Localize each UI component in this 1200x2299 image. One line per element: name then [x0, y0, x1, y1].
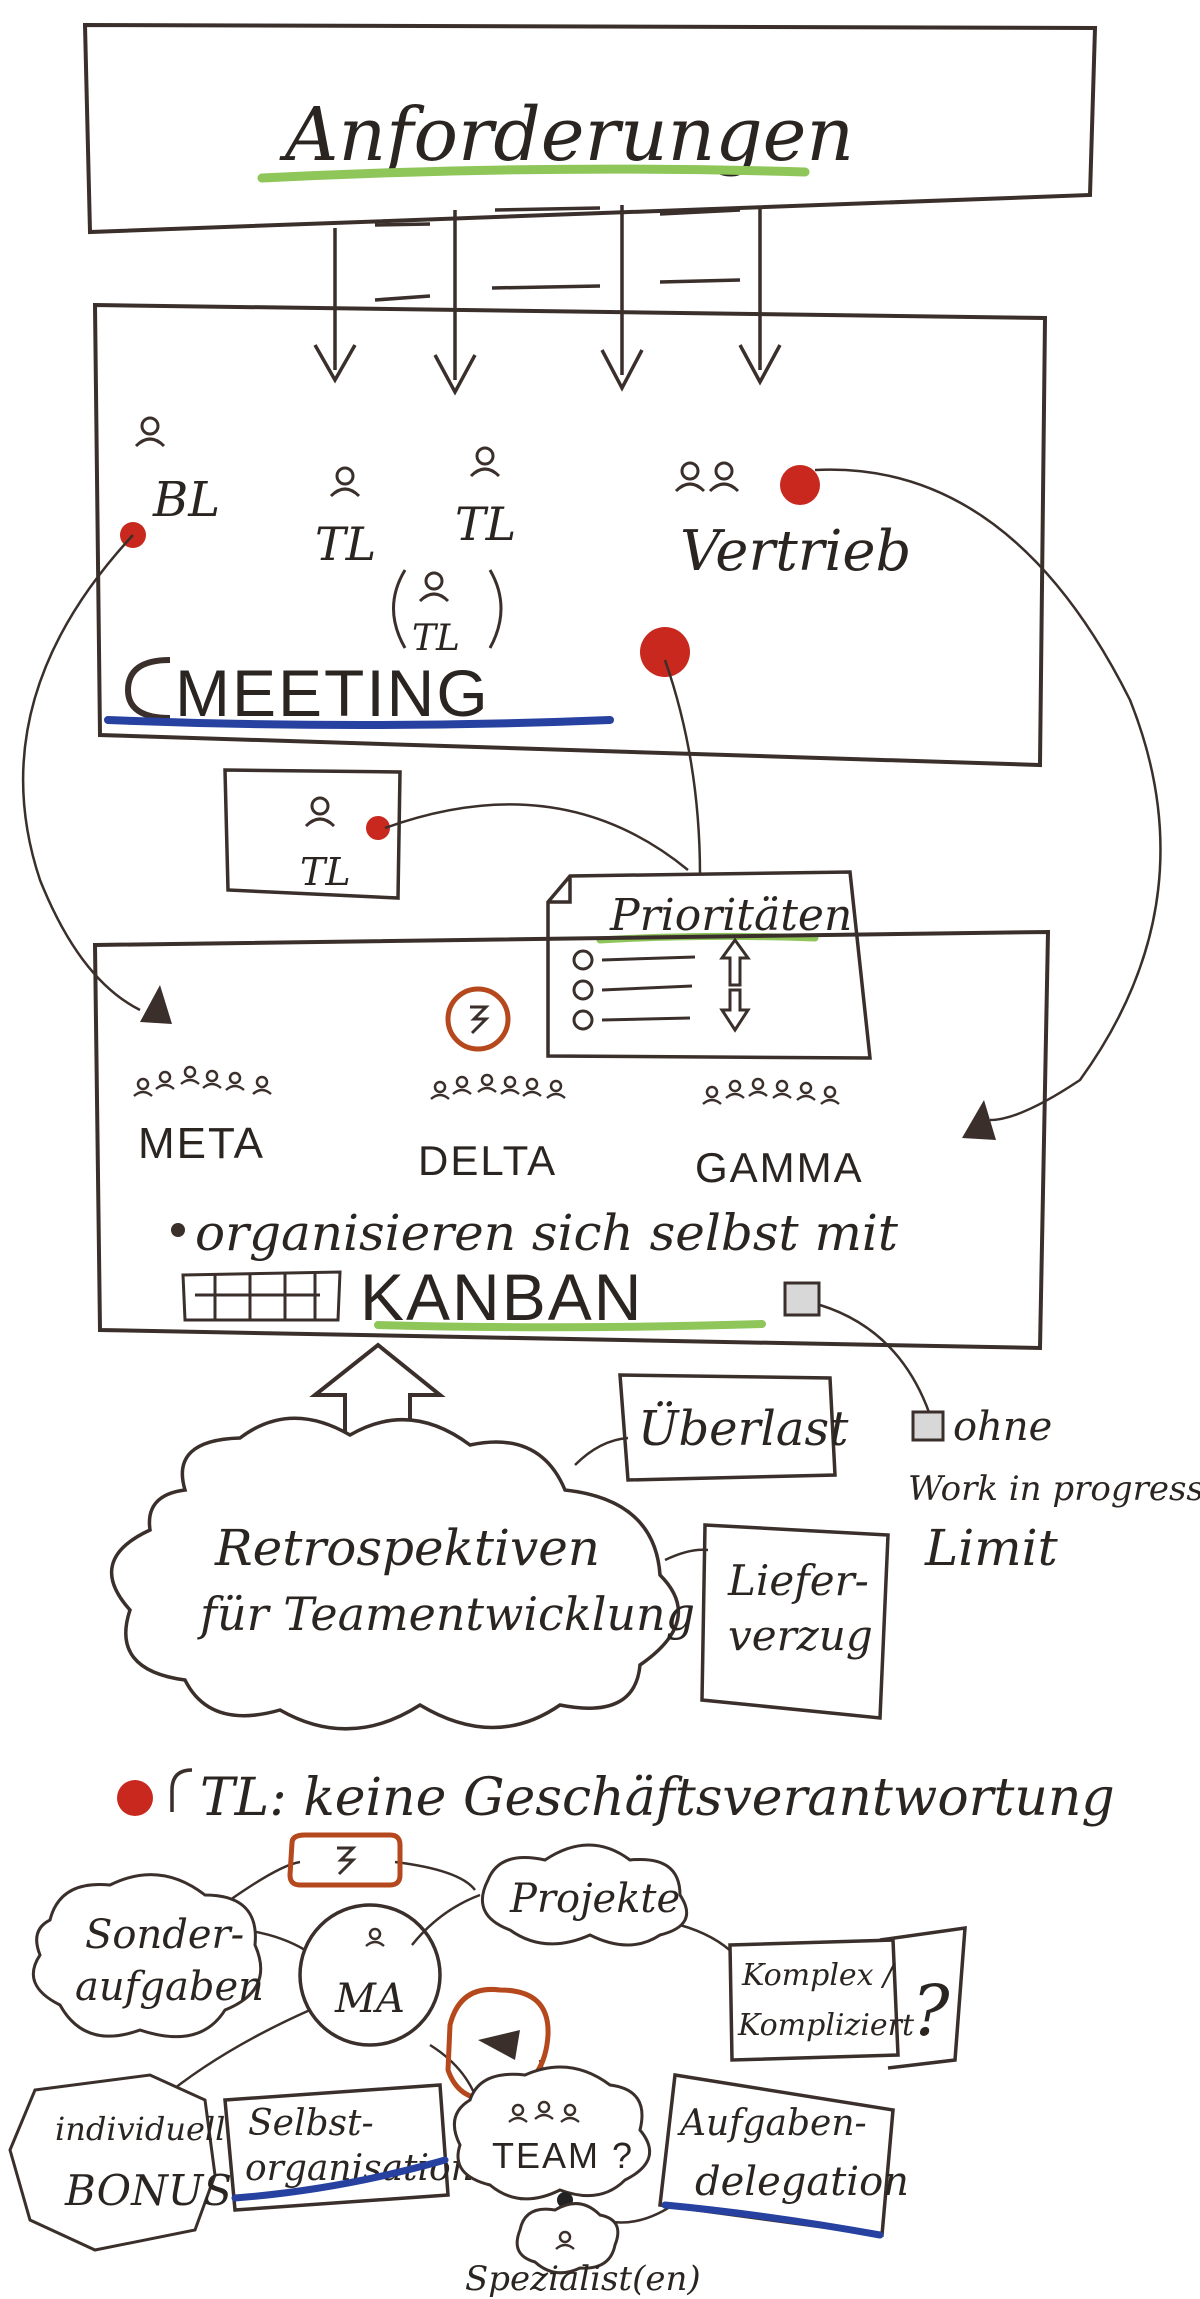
- sales-label: Vertrieb: [680, 519, 911, 584]
- retro-line-2: für Teamentwicklung: [197, 1587, 695, 1641]
- priorities-title: Prioritäten: [609, 890, 852, 941]
- priorities-list: [572, 937, 751, 1033]
- gamma-people-icon: [701, 1077, 841, 1106]
- specialists-label: Spezialist(en): [465, 2259, 701, 2299]
- special-tasks-line-1: Sonder-: [85, 1912, 244, 1958]
- team-delta: DELTA: [418, 1137, 557, 1184]
- delivery-note: [700, 1523, 890, 1720]
- priorities-note: [546, 870, 872, 1060]
- projects-label: Projekte: [509, 1876, 680, 1922]
- complex-note: [728, 1938, 900, 2062]
- kanban-label: KANBAN: [360, 1260, 643, 1334]
- ma-label: MA: [334, 1976, 405, 2022]
- meeting-cycle-icon: [124, 657, 171, 721]
- delegation-line-1: Aufgaben-: [677, 2103, 867, 2144]
- delivery-line-2: verzug: [728, 1611, 873, 1660]
- connector-lines: [21, 468, 1162, 1416]
- self-organisation-line-1: Selbst-: [248, 2103, 374, 2144]
- team-cloud: [452, 2065, 651, 2201]
- requirements-underline: [257, 164, 810, 183]
- organize-text: organisieren sich selbst mit: [195, 1204, 899, 1262]
- tl-box-red-dot: [366, 816, 390, 840]
- wip-line-3: Limit: [924, 1519, 1059, 1577]
- meeting-underline: [104, 716, 614, 729]
- kanban-wip-square-icon: [783, 1281, 821, 1317]
- bonus-line-2: BONUS: [64, 2166, 232, 2215]
- requirements-box: [82, 22, 1098, 235]
- special-tasks-line-2: aufgaben: [75, 1964, 264, 2010]
- sales-person-1-icon: [674, 461, 706, 493]
- tl-person-2-icon: [469, 446, 501, 478]
- ma-person-icon: [364, 1927, 386, 1948]
- complex-line-1: Komplex /: [741, 1958, 896, 1993]
- wip-line-2: Work in progress: [908, 1469, 1200, 1509]
- requirement-arrows: [313, 205, 782, 396]
- team-label: TEAM ?: [492, 2135, 634, 2176]
- retro-cloud: [110, 1416, 681, 1731]
- sales-red-dot: [780, 465, 820, 505]
- bolt-icon-bottom: [335, 1846, 355, 1876]
- delta-bolt-icon: [468, 1005, 488, 1035]
- sales-person-2-icon: [708, 461, 740, 493]
- team-flag-icon: [478, 2030, 520, 2060]
- overload-label: Überlast: [638, 1400, 849, 1457]
- projects-cloud: [480, 1843, 689, 1947]
- retro-line-1: Retrospektiven: [214, 1519, 600, 1577]
- delegation-underline: [661, 2201, 884, 2239]
- meeting-label: MEETING: [175, 656, 490, 730]
- tl-label-3: TL: [412, 618, 460, 659]
- wip-line-1: ohne: [953, 1404, 1052, 1450]
- bl-person-icon: [134, 416, 166, 448]
- delegation-line-2: delegation: [695, 2159, 909, 2205]
- tl-person-1-icon: [329, 466, 361, 498]
- tl-label-1: TL: [315, 517, 376, 571]
- teams-box: [92, 929, 1051, 1351]
- meta-flag-icon: [140, 985, 172, 1024]
- overload-note: [618, 1373, 837, 1482]
- tl-parenthesis: [392, 569, 503, 649]
- delivery-connector: [664, 1548, 709, 1562]
- question-mark: ?: [912, 1970, 950, 2052]
- kanban-underline: [374, 1320, 766, 1332]
- delta-bolt-badge: [445, 986, 511, 1052]
- statement-text: TL: keine Geschäftsverantwortung: [200, 1768, 1115, 1828]
- ma-circle: [298, 1903, 442, 2047]
- self-organisation-underline: [231, 2156, 449, 2202]
- tl-box-label: TL: [300, 850, 351, 894]
- wip-square-icon: [911, 1410, 945, 1442]
- tl-box-person-icon: [304, 796, 336, 828]
- complex-line-2: Kompliziert: [737, 2008, 915, 2043]
- bl-label: BL: [152, 472, 220, 528]
- tl-label-2: TL: [455, 497, 516, 551]
- meta-people-icon: [132, 1065, 273, 1098]
- statement-red-dot: [117, 1780, 153, 1816]
- requirements-title: Anforderungen: [279, 92, 854, 178]
- question-note: [879, 1925, 967, 2070]
- self-organisation-note: [223, 2083, 450, 2212]
- team-gamma: GAMMA: [695, 1144, 864, 1191]
- special-tasks-cloud: [31, 1873, 263, 2039]
- delta-people-icon: [429, 1073, 567, 1101]
- kanban-board-icon: [181, 1270, 342, 1322]
- team-meta: META: [138, 1119, 265, 1168]
- meeting-red-dot: [640, 627, 690, 677]
- gamma-flag-icon: [962, 1100, 996, 1140]
- tl-box: [223, 768, 402, 900]
- meeting-box: [92, 302, 1048, 768]
- organize-bullet: [171, 1223, 185, 1237]
- overload-connector: [574, 1436, 629, 1466]
- statement-arrow-icon: [170, 1768, 193, 1812]
- specialist-cloud: [515, 2202, 620, 2275]
- bonus-shape: [8, 2073, 217, 2252]
- tl-person-3-icon: [418, 571, 450, 603]
- bolt-badge-bottom: [287, 1832, 403, 1888]
- bonus-line-1: individuelle: [55, 2110, 244, 2148]
- delivery-line-1: Liefer-: [727, 1556, 869, 1605]
